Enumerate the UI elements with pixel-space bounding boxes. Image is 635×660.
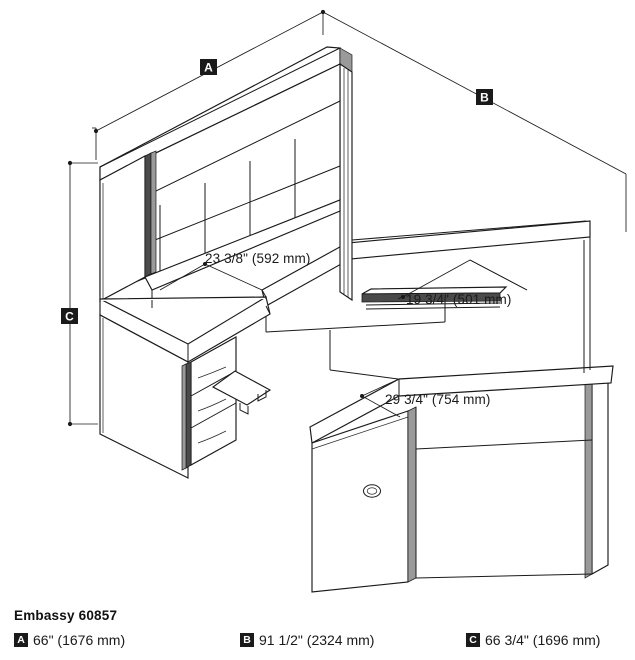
dimension-a-group: A: [92, 9, 326, 160]
pedestal-drawer-divider-2: [190, 402, 237, 429]
callout-badge-b-letter: B: [480, 91, 489, 105]
hutch-top-panel: [99, 46, 353, 181]
desk-back-panel-right: [415, 407, 593, 579]
dimension-hutch-depth-text: 23 3/8" (592 mm): [205, 251, 310, 266]
callout-badge-c: [61, 308, 78, 324]
desk-grommet-icon: [363, 484, 381, 498]
legend-entry-c: C 66 3/4" (1696 mm): [466, 632, 600, 648]
legend-text-c: 66 3/4" (1696 mm): [485, 632, 601, 648]
legend-entry-a: A 66" (1676 mm): [14, 632, 125, 648]
bridge-front-apron: [265, 297, 446, 380]
legend-badge-c: C: [466, 633, 480, 647]
right-desk-end-panel: [584, 371, 609, 579]
callout-badge-a-letter: A: [204, 61, 213, 75]
legend-badge-a: A: [14, 633, 28, 647]
assembly-connector-lines: [339, 211, 587, 300]
credenza-left-end-panel: [99, 314, 189, 479]
pedestal-three-drawer: [181, 336, 237, 471]
drawer-pull-2: [197, 398, 227, 412]
dimension-hutch-depth: 23 3/8" (592 mm): [159, 251, 310, 291]
dimension-c-group: C: [61, 160, 98, 427]
legend-text-a: 66" (1676 mm): [33, 632, 126, 648]
dimension-bridge-depth-text: 19 3/4" (501 mm): [406, 292, 511, 307]
legend: Embassy 60857 A 66" (1676 mm) B 91 1/2" …: [0, 608, 635, 660]
dimension-b-group: B: [322, 11, 627, 232]
pedestal-base-shelf: [211, 370, 272, 415]
product-title: Embassy 60857: [14, 608, 118, 623]
dimension-desk-depth: 29 3/4" (754 mm): [360, 378, 490, 418]
drawer-pull-1: [197, 366, 227, 379]
callout-badge-c-letter: C: [65, 310, 74, 324]
desk-front-panel: [311, 406, 417, 593]
legend-badge-b: B: [240, 633, 254, 647]
callout-badge-b: [476, 89, 493, 105]
callout-badge-a: [200, 59, 217, 75]
hutch-right-upright: [339, 62, 353, 302]
credenza-left-upper-panel: [99, 296, 267, 308]
dimension-desk-depth-text: 29 3/4" (754 mm): [385, 392, 490, 407]
dimension-bridge-depth: 19 3/4" (501 mm): [397, 259, 528, 307]
legend-entry-b: B 91 1/2" (2324 mm): [240, 632, 374, 648]
legend-text-b: 91 1/2" (2324 mm): [259, 632, 375, 648]
keyboard-tray: [361, 286, 508, 310]
drawer-pull-3: [197, 430, 227, 444]
